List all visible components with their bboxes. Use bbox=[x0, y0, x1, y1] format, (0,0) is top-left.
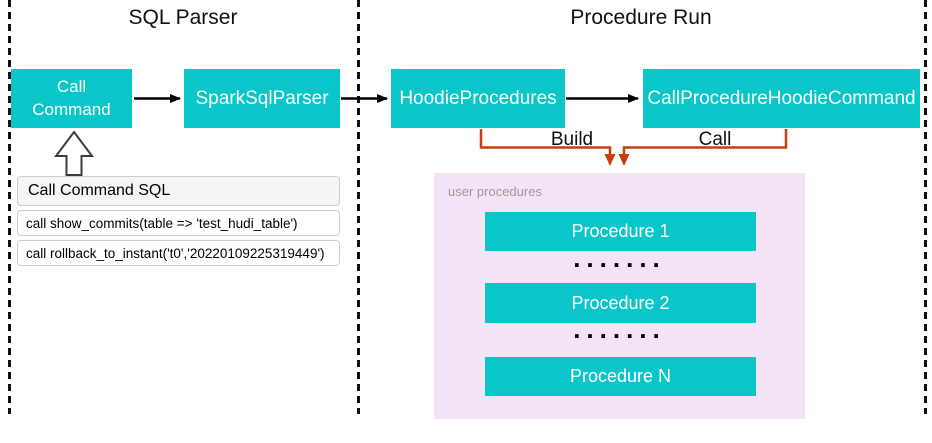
node-hoodieprocedures: HoodieProcedures bbox=[391, 69, 565, 128]
section-title-sql-parser: SQL Parser bbox=[128, 6, 238, 29]
ellipsis-separator: ....... bbox=[573, 314, 666, 344]
edge-label-build: Build bbox=[550, 129, 594, 150]
middle-dashed-boundary bbox=[357, 0, 360, 414]
user-procedures-label: user procedures bbox=[448, 184, 542, 199]
hollow-up-arrow bbox=[54, 130, 94, 176]
user-procedures-group: user procedures Procedure 1 ....... Proc… bbox=[434, 173, 805, 419]
left-dashed-boundary bbox=[8, 0, 11, 414]
node-procedure-2: Procedure 2 bbox=[485, 283, 756, 323]
node-hoodieprocedures-label: HoodieProcedures bbox=[399, 87, 557, 109]
node-call-command-label: Call Command bbox=[32, 76, 111, 119]
node-sparksqlparser: SparkSqlParser bbox=[184, 69, 340, 128]
node-procedure-n: Procedure N bbox=[485, 357, 756, 396]
sql-panel-header: Call Command SQL bbox=[17, 176, 340, 206]
ellipsis-separator: ....... bbox=[573, 243, 666, 273]
node-sparksqlparser-label: SparkSqlParser bbox=[195, 87, 329, 109]
call-command-sql-panel: Call Command SQL call show_commits(table… bbox=[17, 176, 340, 266]
node-callprocedurehoodiecommand-label: CallProcedureHoodieCommand bbox=[647, 87, 916, 109]
node-call-command: Call Command bbox=[11, 69, 132, 128]
section-title-procedure-run: Procedure Run bbox=[570, 6, 712, 29]
node-procedure-2-label: Procedure 2 bbox=[571, 292, 670, 313]
sql-row-show-commits: call show_commits(table => 'test_hudi_ta… bbox=[17, 210, 340, 236]
sql-row-rollback-to-instant: call rollback_to_instant('t0','202201092… bbox=[17, 240, 340, 266]
edge-label-call: Call bbox=[698, 129, 732, 150]
node-procedure-1: Procedure 1 bbox=[485, 212, 756, 251]
node-callprocedurehoodiecommand: CallProcedureHoodieCommand bbox=[643, 69, 920, 128]
node-procedure-n-label: Procedure N bbox=[569, 366, 672, 386]
node-procedure-1-label: Procedure 1 bbox=[571, 221, 670, 241]
right-dashed-boundary bbox=[924, 0, 927, 414]
